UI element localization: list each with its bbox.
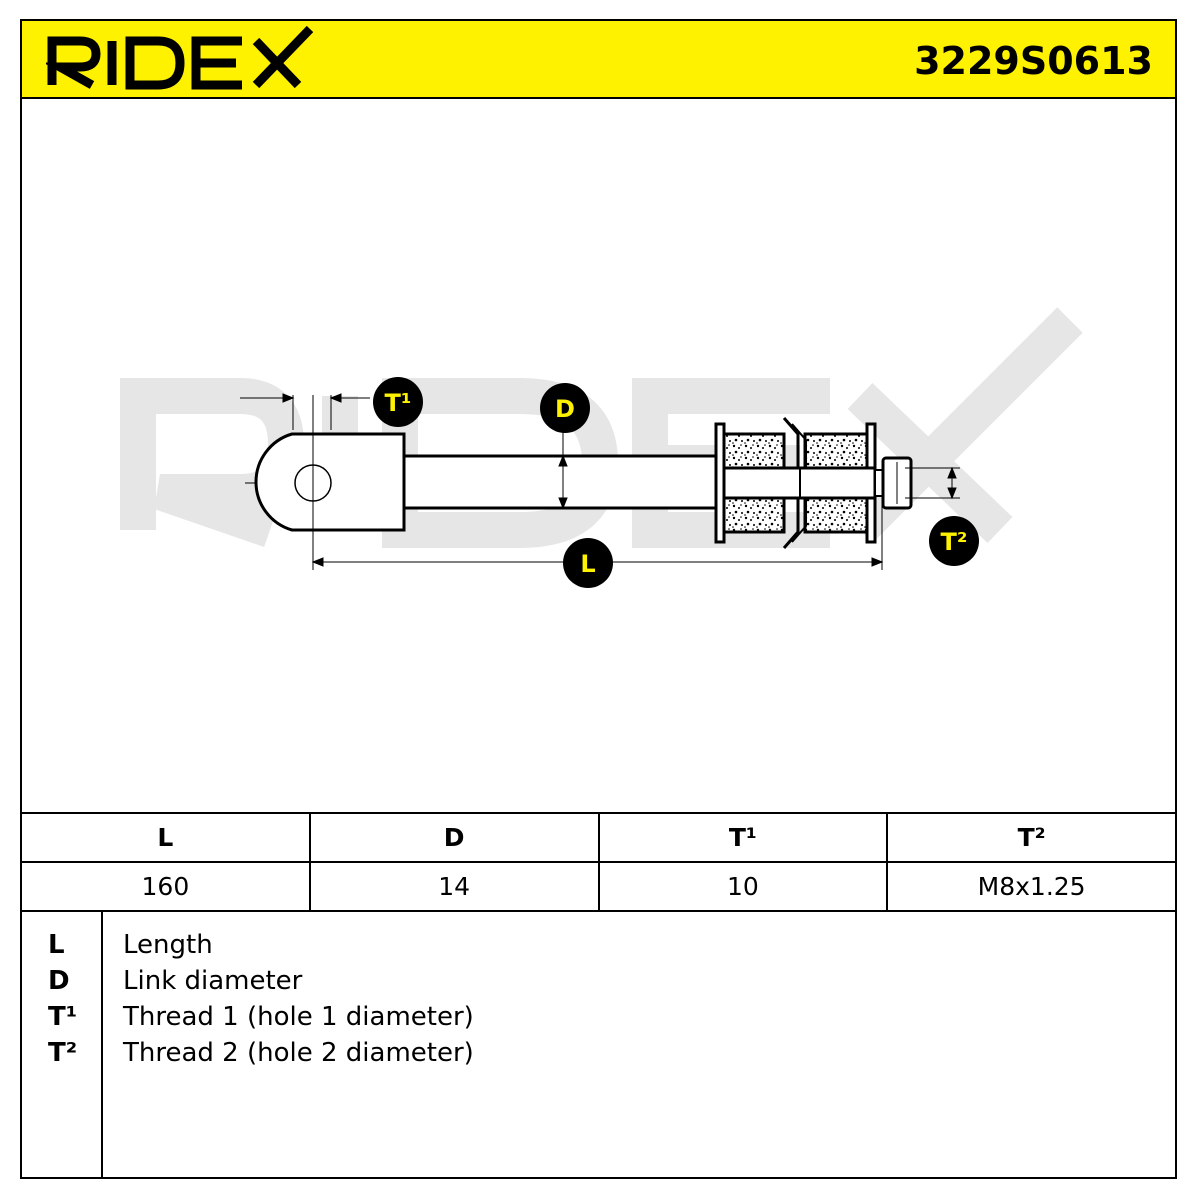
legend-text: Length: [123, 930, 213, 960]
legend-item: T¹ Thread 1 (hole 1 diameter): [22, 1002, 1175, 1038]
spec-table-value-row: 160 14 10 M8x1.25: [20, 861, 1177, 912]
legend-key: L: [48, 930, 65, 960]
dimension-t1: [240, 393, 370, 403]
spec-header-l: L: [20, 812, 311, 863]
legend-item: T² Thread 2 (hole 2 diameter): [22, 1038, 1175, 1074]
spec-value-t1: 10: [597, 861, 889, 912]
legend-item: D Link diameter: [22, 966, 1175, 1002]
spec-header-t1: T¹: [597, 812, 889, 863]
legend-divider: [101, 910, 103, 1177]
badge-l-label: L: [580, 550, 595, 578]
spec-value-l: 160: [20, 861, 311, 912]
legend-item: L Length: [22, 930, 1175, 966]
spec-table: L D T¹ T² 160 14 10 M8x1.25: [20, 812, 1177, 912]
legend-key: T¹: [48, 1002, 78, 1032]
dimension-d: [558, 430, 568, 510]
technical-drawing: T¹ D L T²: [120, 307, 1083, 588]
spec-header-t2: T²: [886, 812, 1177, 863]
legend-key: T²: [48, 1038, 78, 1068]
badge-l: L: [563, 538, 613, 588]
part-number: 3229S0613: [914, 39, 1153, 83]
legend-text: Link diameter: [123, 966, 303, 996]
dimension-t2: [905, 466, 960, 500]
ridex-logo: [46, 25, 314, 90]
badge-d: D: [540, 383, 590, 433]
badge-t1: T¹: [373, 377, 423, 427]
badge-d-label: D: [555, 395, 575, 423]
header-bar: 3229S0613: [20, 19, 1177, 99]
legend: L Length D Link diameter T¹ Thread 1 (ho…: [20, 910, 1177, 1179]
rubber-bushing-assembly: [714, 417, 877, 549]
spec-table-header-row: L D T¹ T²: [20, 812, 1177, 863]
spec-header-d: D: [308, 812, 600, 863]
badge-t2: T²: [929, 516, 979, 566]
spec-value-d: 14: [308, 861, 600, 912]
badge-t2-label: T²: [941, 528, 968, 556]
legend-text: Thread 1 (hole 1 diameter): [123, 1002, 474, 1032]
legend-text: Thread 2 (hole 2 diameter): [123, 1038, 474, 1068]
spec-value-t2: M8x1.25: [886, 861, 1177, 912]
legend-key: D: [48, 966, 70, 996]
badge-t1-label: T¹: [385, 389, 412, 417]
